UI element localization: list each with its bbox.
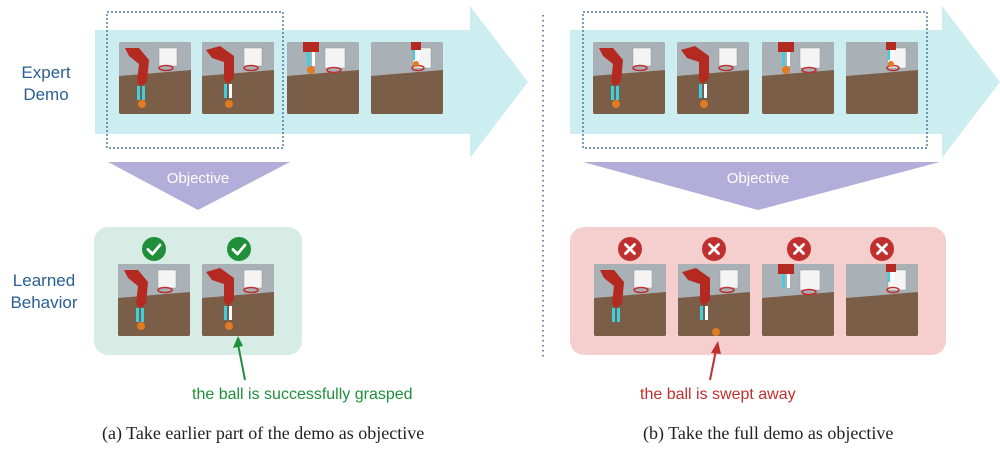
failure-note: the ball is swept away <box>640 386 796 403</box>
objective-label-a: Objective <box>166 170 230 187</box>
success-note-arrowhead <box>233 336 243 348</box>
objective-label-b: Objective <box>726 170 790 187</box>
caption-a: (a) Take earlier part of the demo as obj… <box>102 423 425 443</box>
demo-frame-b1 <box>593 42 665 114</box>
demo-frame-a1 <box>119 42 191 114</box>
learned-behavior-label-line2: Behavior <box>10 293 78 312</box>
learned-frame-b2 <box>678 264 750 336</box>
demo-frame-a2 <box>202 42 274 114</box>
x-circle-icon <box>787 237 811 261</box>
selection-box-a <box>106 11 284 149</box>
expert-demo-label-line1: Expert <box>21 63 71 82</box>
demo-frame-b3 <box>762 42 834 114</box>
selection-box-b <box>582 11 928 149</box>
objective-funnel-b <box>583 162 940 210</box>
expert-demo-label-line2: Demo <box>23 85 69 104</box>
fail-note-arrowhead <box>711 341 721 354</box>
x-circle-icon <box>618 237 642 261</box>
x-circle-icon <box>702 237 726 261</box>
check-circle-icon <box>142 237 166 261</box>
demo-frame-a4 <box>371 42 443 114</box>
learned-frame-b3 <box>762 264 834 336</box>
learned-frame-a1 <box>118 264 190 336</box>
fail-note-arrow <box>709 349 717 381</box>
check-circle-icon <box>227 237 251 261</box>
learned-behavior-label-line1: Learned <box>12 271 76 290</box>
caption-b: (b) Take the full demo as objective <box>643 423 894 443</box>
demo-frame-b4 <box>846 42 918 114</box>
demo-frame-a3 <box>287 42 359 114</box>
learned-frame-b1 <box>594 264 666 336</box>
x-circle-icon <box>870 237 894 261</box>
objective-funnel-a <box>108 162 290 210</box>
learned-behavior-label: Learned Behavior <box>4 270 84 314</box>
expert-demo-label: Expert Demo <box>14 62 78 106</box>
demo-frame-b2 <box>677 42 749 114</box>
learned-frame-a2 <box>202 264 274 336</box>
success-note: the ball is successfully grasped <box>192 386 413 403</box>
learned-frame-b4 <box>846 264 918 336</box>
success-note-arrow <box>237 343 246 381</box>
